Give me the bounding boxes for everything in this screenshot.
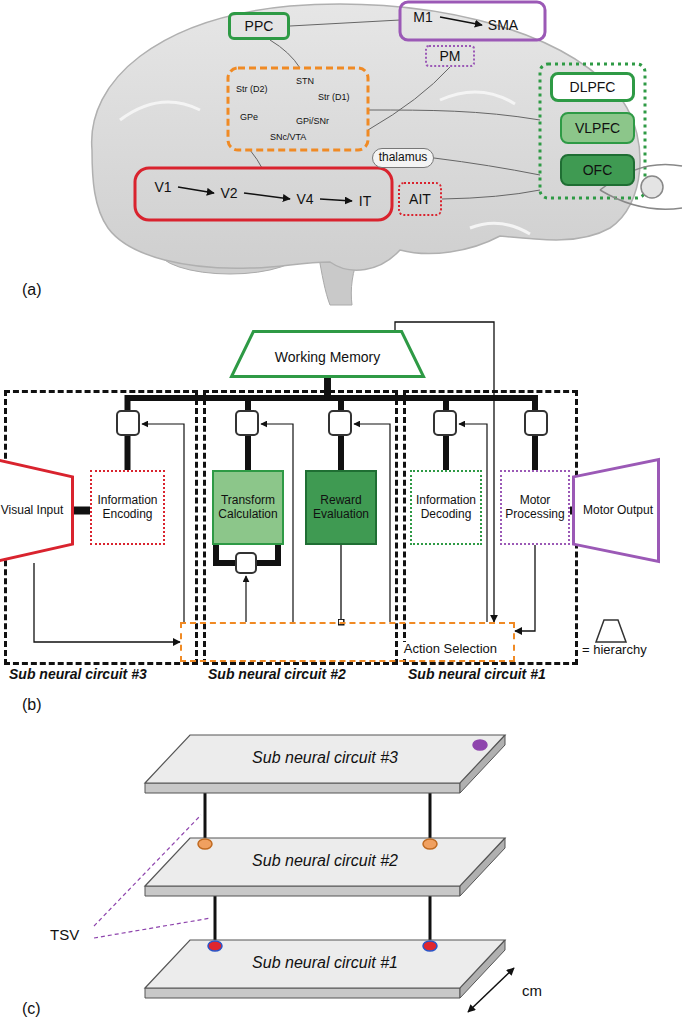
node-text: thalamus xyxy=(379,151,428,165)
connector-line xyxy=(34,563,180,642)
gate-box xyxy=(117,411,547,573)
region-box: DLPFC xyxy=(550,72,635,102)
connector-line xyxy=(429,793,432,838)
node-text: IT xyxy=(359,193,371,209)
structure-label: Str (D2) xyxy=(236,84,268,94)
module-box: Transform Calculation xyxy=(212,470,284,545)
connector-line xyxy=(440,17,482,25)
node-text: V4 xyxy=(296,191,313,207)
circuit-heading: Sub neural circuit #2 xyxy=(208,666,346,682)
region-box: VLPFC xyxy=(560,112,635,144)
gate-control-line xyxy=(142,424,487,622)
connector-line xyxy=(244,193,290,199)
structure-label: SNc/VTA xyxy=(270,132,306,142)
region-box: OFC xyxy=(560,154,635,186)
bus-connector xyxy=(74,507,90,515)
circuit-group: Sub neural circuit #3Visual InputInforma… xyxy=(4,390,198,665)
panel-label: (b) xyxy=(22,696,42,714)
basal-ganglia-box xyxy=(228,68,368,150)
node-text: DLPFC xyxy=(570,79,616,95)
region-box: PPC xyxy=(228,12,290,40)
hierarchy-symbol xyxy=(596,620,626,642)
module-box: Motor Processing xyxy=(500,470,570,545)
node-text: Information Encoding xyxy=(95,494,160,522)
node-text: PPC xyxy=(245,18,274,34)
region-box: thalamus xyxy=(372,148,434,168)
legend-entry: = hierarchy xyxy=(582,642,647,657)
module-box: Information Decoding xyxy=(410,470,482,545)
hierarchy-trapezoid: Motor Output xyxy=(572,458,660,563)
node-text: Visual Input xyxy=(1,504,64,518)
node-text: Sub neural circuit #1 xyxy=(252,954,398,972)
node-text: VLPFC xyxy=(575,120,620,136)
motor-box xyxy=(400,2,545,40)
node-text: Action Selection xyxy=(402,642,499,657)
node-text: Working Memory xyxy=(275,349,381,365)
bus-connector xyxy=(570,507,572,515)
circuit-layer: Sub neural circuit #3 xyxy=(145,735,505,793)
selection-box: Action Selection xyxy=(180,622,515,662)
dimension-label: cm xyxy=(522,982,542,999)
region-box: PM xyxy=(425,45,475,67)
module-box: Reward Evaluation xyxy=(305,470,377,545)
loop-bar xyxy=(216,545,278,563)
node-text: OFC xyxy=(583,162,613,178)
node-text: M1 xyxy=(413,9,432,25)
node-text: Motor Processing xyxy=(505,494,565,522)
circuit-layer: Sub neural circuit #2 xyxy=(145,838,505,896)
structure-label: Str (D1) xyxy=(318,92,350,102)
visual-stream-box xyxy=(135,168,392,220)
connection-lines xyxy=(250,20,540,199)
connector-line xyxy=(340,545,341,622)
node-text: SMA xyxy=(488,17,518,33)
structure-label: GPi/SNr xyxy=(296,116,329,126)
hierarchy-trapezoid: Working Memory xyxy=(230,330,425,378)
connector-line xyxy=(214,896,217,940)
node-text: Sub neural circuit #2 xyxy=(252,852,398,870)
area-label: V1 xyxy=(148,176,178,198)
connector-line xyxy=(178,187,214,193)
part-label: TSV xyxy=(50,926,79,943)
area-label: V4 xyxy=(290,188,320,210)
connector-line xyxy=(320,199,352,201)
prefrontal-box xyxy=(540,64,645,198)
node-text: Transform Calculation xyxy=(217,494,279,522)
circuit-heading: Sub neural circuit #3 xyxy=(9,666,147,682)
node-text: Motor Output xyxy=(583,504,653,518)
structure-label: STN xyxy=(296,76,314,86)
module-box: Information Encoding xyxy=(90,470,165,545)
hierarchy-trapezoid: Visual Input xyxy=(0,458,74,563)
connector-line xyxy=(429,896,432,940)
area-label: V2 xyxy=(214,182,244,204)
region-box: AIT xyxy=(398,182,442,216)
node-text: V1 xyxy=(154,179,171,195)
circuit-layer: Sub neural circuit #1 xyxy=(145,940,505,998)
area-label: M1 xyxy=(406,6,440,28)
connector-line xyxy=(204,793,207,838)
brain-illustration xyxy=(92,4,640,305)
area-label: IT xyxy=(352,190,378,212)
legend-text: = hierarchy xyxy=(582,642,647,657)
node-text: Reward Evaluation xyxy=(310,494,372,522)
node-text: PM xyxy=(440,48,461,64)
node-text: Information Decoding xyxy=(415,494,477,522)
structure-label: GPe xyxy=(240,112,258,122)
circuit-heading: Sub neural circuit #1 xyxy=(408,666,546,682)
node-text: Sub neural circuit #3 xyxy=(252,749,398,767)
area-label: SMA xyxy=(482,14,524,36)
panel-label: (c) xyxy=(22,1000,41,1018)
node-text: V2 xyxy=(220,185,237,201)
panel-label: (a) xyxy=(22,281,42,299)
connector-line xyxy=(515,545,535,631)
node-text: AIT xyxy=(409,191,431,207)
